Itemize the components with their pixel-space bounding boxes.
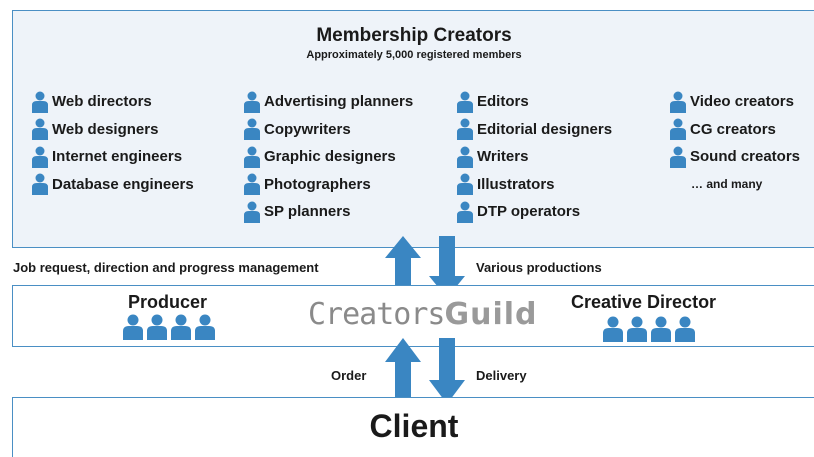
flow-label-job-request: Job request, direction and progress mana…: [13, 260, 319, 275]
flow-label-delivery: Delivery: [476, 368, 527, 383]
creator-item: Web directors: [31, 88, 194, 116]
creator-item: SP planners: [243, 198, 413, 226]
arrow-down-icon: [429, 236, 465, 298]
creator-label: Photographers: [264, 175, 371, 193]
creator-item: Copywriters: [243, 116, 413, 144]
creator-label: Copywriters: [264, 120, 351, 138]
person-icon: [675, 316, 695, 342]
more-creators-note: … and many: [691, 177, 763, 192]
creator-label: DTP operators: [477, 203, 581, 221]
creators-guild-panel: [12, 285, 814, 347]
person-icon: [244, 91, 260, 113]
person-icon: [651, 316, 671, 342]
creator-item: Editors: [456, 88, 612, 116]
creator-item: Graphic designers: [243, 143, 413, 171]
person-icon: [32, 173, 48, 196]
creator-column-web: Web directors Web designers Internet eng…: [31, 88, 194, 198]
creator-label: Video creators: [690, 93, 794, 111]
flow-label-order: Order: [331, 368, 367, 383]
creator-item: Advertising planners: [243, 88, 413, 116]
creator-label: Writers: [477, 148, 529, 166]
person-icon: [244, 201, 260, 223]
creator-item: Editorial designers: [456, 116, 612, 144]
creator-label: Advertising planners: [264, 93, 414, 111]
person-icon: [457, 146, 473, 168]
membership-subtitle: Approximately 5,000 registered members: [306, 49, 522, 61]
creator-item: DTP operators: [456, 198, 612, 226]
membership-title: Membership Creators: [316, 25, 512, 46]
creator-item: Web designers: [31, 116, 194, 144]
client-title: Client: [369, 408, 459, 444]
logo-text-creators: Creators: [308, 297, 445, 332]
creator-label: Web designers: [52, 120, 159, 138]
creator-label: CG creators: [690, 120, 776, 138]
creator-label: Graphic designers: [264, 148, 396, 166]
flow-label-productions: Various productions: [476, 260, 602, 275]
creator-item: Photographers: [243, 171, 413, 199]
person-icon: [32, 91, 48, 113]
producer-title: Producer: [128, 292, 208, 312]
person-icon: [244, 146, 260, 168]
arrow-up-icon: [385, 338, 421, 404]
person-icon: [627, 316, 647, 342]
arrow-down-icon: [429, 338, 465, 404]
person-icon: [457, 118, 473, 141]
producer-team: [122, 314, 216, 340]
creator-label: SP planners: [264, 203, 351, 221]
creator-column-editorial: Editors Editorial designers Writers Illu…: [456, 88, 612, 226]
client-panel: Client: [12, 397, 814, 457]
creator-label: Database engineers: [52, 175, 194, 193]
creative-director-title: Creative Director: [571, 292, 717, 312]
person-icon: [670, 91, 686, 113]
creator-label: Web directors: [52, 93, 152, 111]
creator-label: Editorial designers: [477, 120, 613, 138]
creator-label: Editors: [477, 93, 529, 111]
creator-item: Database engineers: [31, 171, 194, 199]
person-icon: [244, 118, 260, 141]
creator-item: CG creators: [669, 116, 800, 144]
person-icon: [457, 91, 473, 113]
person-icon: [603, 316, 623, 342]
creator-column-advertising: Advertising planners Copywriters Graphic…: [243, 88, 413, 226]
arrow-up-icon: [385, 236, 421, 298]
person-icon: [670, 146, 686, 168]
creator-label: Internet engineers: [52, 148, 183, 166]
creator-label: Sound creators: [690, 148, 801, 166]
creators-guild-logo: CreatorsGuild: [308, 297, 538, 332]
creator-item: Sound creators: [669, 143, 800, 171]
person-icon: [195, 314, 215, 340]
person-icon: [123, 314, 143, 340]
creator-column-video: Video creators CG creators Sound creator…: [669, 88, 800, 198]
creator-label: Illustrators: [477, 175, 555, 193]
person-icon: [457, 173, 473, 196]
person-icon: [32, 146, 48, 168]
person-icon: [147, 314, 167, 340]
person-icon: [171, 314, 191, 340]
membership-creators-panel: Membership Creators Approximately 5,000 …: [12, 10, 814, 248]
creator-item: Writers: [456, 143, 612, 171]
creator-item: Video creators: [669, 88, 800, 116]
person-icon: [670, 118, 686, 141]
person-icon: [457, 201, 473, 223]
person-icon: [244, 173, 260, 196]
creative-director-team: [602, 316, 696, 342]
logo-text-guild: Guild: [444, 297, 538, 332]
creator-item: Internet engineers: [31, 143, 194, 171]
creator-item: Illustrators: [456, 171, 612, 199]
person-icon: [32, 118, 48, 141]
